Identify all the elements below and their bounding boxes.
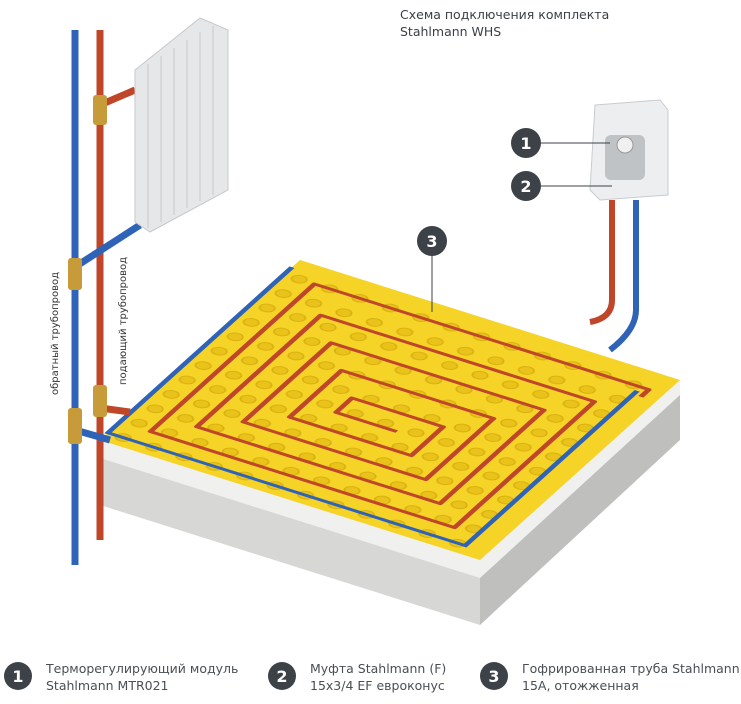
legend-badge: 2 — [268, 662, 296, 690]
return-pipe-floor — [104, 266, 640, 548]
legend-text: Stahlmann MTR021 — [46, 678, 169, 693]
legend-text: Терморегулирующий модуль — [46, 661, 239, 676]
legend-text: 15x3/4 EF евроконус — [310, 678, 445, 693]
return-pipe-label: обратный трубопровод — [50, 271, 61, 395]
supply-pipe-label: подающий трубопровод — [118, 256, 129, 385]
radiator — [134, 17, 229, 233]
thermo-module-knob — [616, 136, 634, 154]
legend-badge: 3 — [480, 662, 508, 690]
title-line-2: Stahlmann WHS — [400, 24, 502, 39]
title-line-1: Схема подключения комплекта — [400, 7, 610, 22]
callout-3: 3 — [417, 226, 447, 256]
insulation-layer — [100, 380, 680, 578]
concrete-slab-right — [480, 380, 680, 625]
callout-1: 1 — [511, 128, 541, 158]
diagram-title: Схема подключения комплекта Stahlmann WH… — [400, 6, 609, 40]
supply-pipe-spiral — [147, 282, 652, 530]
return-riser-box — [608, 200, 639, 353]
brass-fittings — [68, 95, 107, 444]
callout-2: 2 — [511, 171, 541, 201]
legend-text: Муфта Stahlmann (F) — [310, 661, 447, 676]
thermo-module-valve — [605, 135, 645, 180]
legend-text: Гофрированная труба Stahlmann — [522, 661, 740, 676]
legend-badge: 1 — [4, 662, 32, 690]
legend-text: 15A, отожженная — [522, 678, 639, 693]
legend-item-3: 3 Гофрированная труба Stahlmann 15A, отож… — [480, 660, 740, 694]
legend-item-2: 2 Муфта Stahlmann (F) 15x3/4 EF евроконус — [268, 660, 446, 694]
supply-riser-box — [589, 200, 615, 325]
